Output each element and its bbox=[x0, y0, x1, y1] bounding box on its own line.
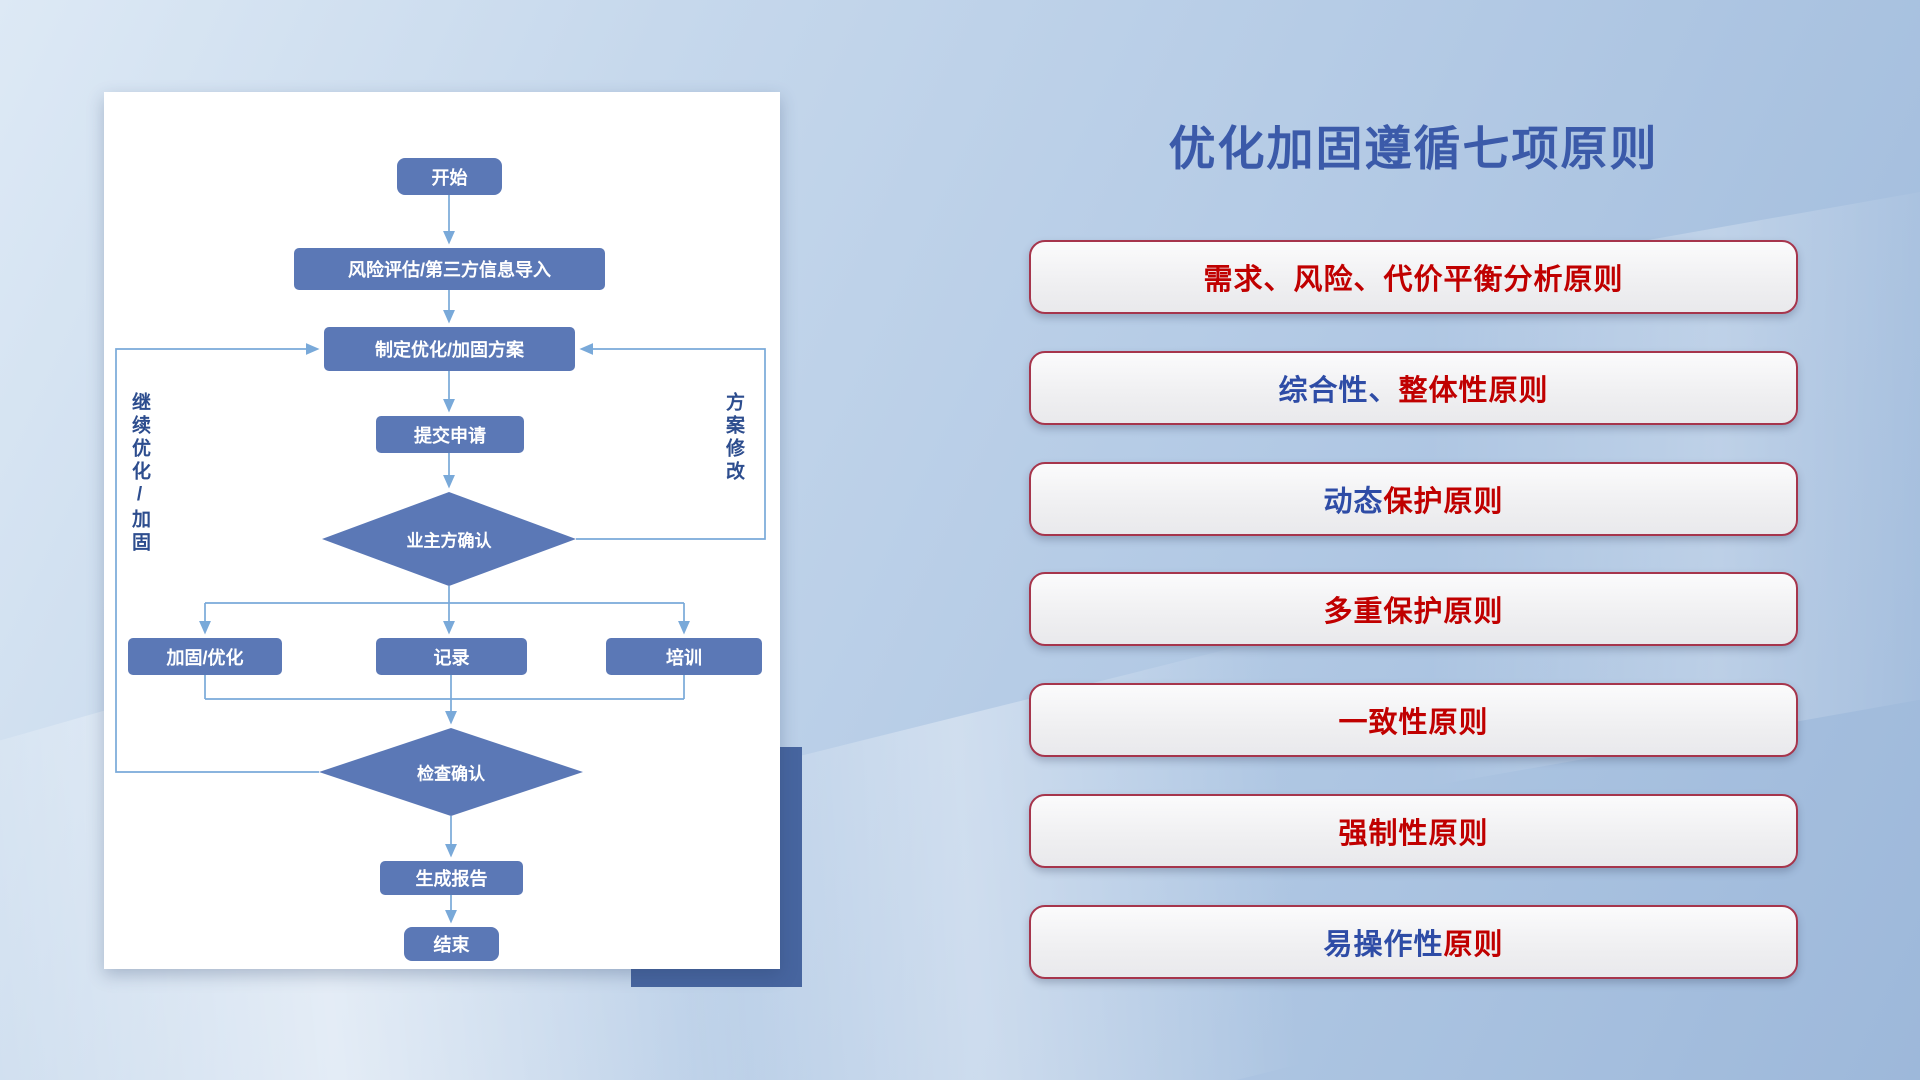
principle-box-2: 综合性、整体性原则 bbox=[1029, 351, 1798, 425]
flow-node-start: 开始 bbox=[397, 158, 502, 195]
flow-node-make-plan: 制定优化/加固方案 bbox=[324, 327, 575, 371]
flow-node-generate-report: 生成报告 bbox=[380, 861, 523, 895]
principle-box-3: 动态保护原则 bbox=[1029, 462, 1798, 536]
flowchart-panel: 开始 风险评估/第三方信息导入 制定优化/加固方案 提交申请 业主方确认 加固/… bbox=[104, 92, 780, 969]
principle-box-7: 易操作性原则 bbox=[1029, 905, 1798, 979]
principle-2-blue-text: 综合性、 bbox=[1278, 375, 1399, 407]
principle-4-red-text: 多重保护原则 bbox=[1323, 596, 1504, 628]
flow-node-risk-import: 风险评估/第三方信息导入 bbox=[294, 248, 605, 290]
page-title: 优化加固遵循七项原则 bbox=[1168, 122, 1659, 175]
principle-3-blue-text: 动态 bbox=[1323, 486, 1384, 518]
principle-3-red-text: 保护原则 bbox=[1383, 486, 1504, 518]
flow-decision-owner-confirm-label: 业主方确认 bbox=[406, 531, 492, 551]
principle-box-4: 多重保护原则 bbox=[1029, 572, 1798, 646]
principle-7-red-text: 原则 bbox=[1443, 929, 1504, 961]
principle-5-red-text: 一致性原则 bbox=[1338, 707, 1489, 739]
loop-label-continue-optimize: 继续优化/加固 bbox=[129, 392, 150, 555]
flow-node-submit: 提交申请 bbox=[376, 416, 524, 453]
flow-node-training: 培训 bbox=[606, 638, 762, 675]
principle-box-6: 强制性原则 bbox=[1029, 794, 1798, 868]
flow-node-harden-optimize: 加固/优化 bbox=[128, 638, 282, 675]
principle-2-red-text: 整体性原则 bbox=[1398, 375, 1549, 407]
flow-node-record: 记录 bbox=[376, 638, 527, 675]
principle-box-5: 一致性原则 bbox=[1029, 683, 1798, 757]
principle-box-1: 需求、风险、代价平衡分析原则 bbox=[1029, 240, 1798, 314]
principle-7-blue-text: 易操作性 bbox=[1323, 929, 1444, 961]
flow-decision-check-confirm-label: 检查确认 bbox=[417, 764, 485, 784]
principle-6-red-text: 强制性原则 bbox=[1338, 818, 1489, 850]
loop-label-plan-revision: 方案修改 bbox=[723, 392, 744, 484]
flow-node-end: 结束 bbox=[404, 927, 499, 961]
principle-1-red-text: 需求、风险、代价平衡分析原则 bbox=[1203, 264, 1624, 296]
